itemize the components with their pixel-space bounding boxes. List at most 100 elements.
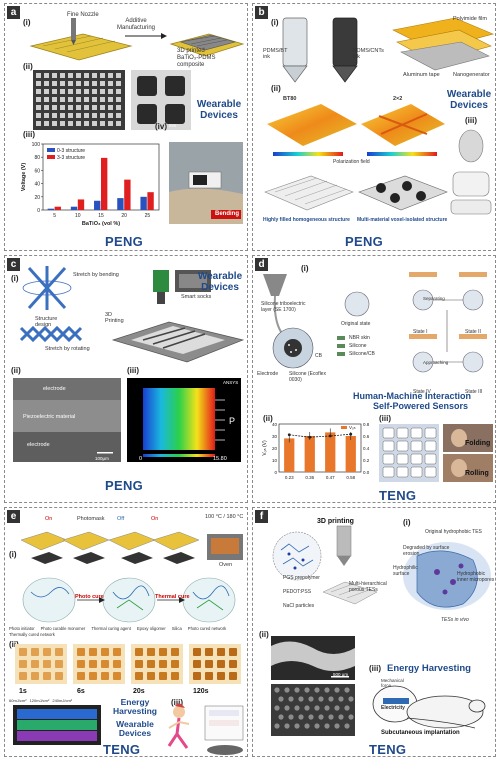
chart-d-line-point (287, 433, 291, 437)
time-lattice-cell (171, 648, 179, 656)
time-lattice-cell (77, 648, 85, 656)
time-lattice-cell (55, 672, 63, 680)
chart-d-bar (304, 436, 315, 472)
lattice-cell (44, 73, 49, 78)
chart-a-bar (117, 198, 124, 210)
hydrophobic-micropores-label: Hydrophobic inner micropores (457, 571, 495, 583)
pore-dot (284, 687, 290, 693)
panel-f-sub-iii: (iii) (369, 664, 381, 673)
chart-a-ytick-label: 100 (32, 142, 41, 148)
chart-d-bar (284, 438, 295, 472)
chart-d-xtick-label: 0.47 (326, 475, 335, 480)
time-lattice-cell (55, 648, 63, 656)
panel-c-peng-label: PENG (105, 478, 144, 493)
3d-printing-label: 3D Printing (105, 312, 124, 325)
additive-manufacturing-label: Additive Manufacturing (116, 18, 156, 31)
keypad-key (424, 440, 437, 452)
pore-dot (328, 696, 334, 702)
pore-dot (278, 714, 284, 720)
panel-c-wearable-label: Wearable Devices (197, 271, 243, 293)
nbr-skin-legend: NBR skin (349, 335, 370, 341)
lattice-cell (84, 89, 89, 94)
separating-label: Separating (423, 296, 445, 301)
hmi-keypad-photos (379, 424, 493, 482)
time-lattice-cell (101, 660, 109, 668)
scale-max-label: 15.80 (213, 456, 227, 462)
lattice-cell (60, 89, 65, 94)
fine-nozzle-label: Fine Nozzle (67, 12, 99, 18)
lattice-cell (68, 81, 73, 86)
panel-c-tag: c (7, 258, 20, 271)
keypad-key (410, 466, 423, 478)
pore-dot (338, 714, 344, 720)
lattice-cell (108, 113, 113, 118)
time-lattice-cell (229, 672, 237, 680)
lattice-cell (36, 113, 41, 118)
panel-f-energy-label: Energy Harvesting (387, 663, 471, 674)
pore-dot (298, 696, 304, 702)
time-lattice-cell (55, 660, 63, 668)
time-lattice-cell (229, 660, 237, 668)
chart-d-y2tick-label: 0.4 (363, 446, 370, 451)
on-label-1: On (45, 516, 53, 522)
structure-design-label: Structure design (35, 316, 58, 329)
chart-a-bar (77, 199, 85, 210)
chart-a-bar (47, 208, 54, 210)
lattice-cell (92, 73, 97, 78)
pore-dot (284, 705, 290, 711)
pore-dot (274, 687, 280, 693)
lattice-cell (76, 81, 81, 86)
lattice-cell (52, 105, 57, 110)
chart-a-ytick-label: 80 (34, 155, 40, 161)
chart-a-legend-swatch (47, 155, 55, 159)
panel-d-teng-label: TENG (379, 488, 417, 503)
keypad-key (396, 427, 409, 439)
insole-shoe-illustration (450, 129, 492, 215)
polarization-field-label: Polarization field (333, 159, 370, 165)
time-lattice-cell (171, 672, 179, 680)
state-i-label: State I (413, 329, 428, 335)
pore-dot (308, 714, 314, 720)
panel-a-sub-iv: (iv) (155, 122, 167, 131)
pore-dot (288, 714, 294, 720)
keypad-key (410, 440, 423, 452)
time-lattice-cell (77, 660, 85, 668)
nanogenerator-label: Nanogenerator (453, 72, 490, 78)
chart-d-y2tick-label: 0.0 (363, 470, 370, 475)
photomask-label: Photomask (77, 516, 105, 522)
time-lattice-cell (113, 660, 121, 668)
state-iii-label: State III (465, 389, 483, 395)
panel-e-sub-i: (i) (9, 550, 17, 559)
lattice-cell (92, 113, 97, 118)
chart-d-bar (325, 432, 336, 472)
chart-d-ytick-label: 30 (272, 434, 278, 439)
panel-b-sub-iii: (iii) (465, 116, 477, 125)
time-lattice-cell (89, 648, 97, 656)
keypad-key (396, 440, 409, 452)
chart-d-bar (345, 436, 356, 472)
lattice-cell (68, 73, 73, 78)
keypad-key (424, 427, 437, 439)
panel-f-sub-i: (i) (403, 518, 411, 527)
time-lattice-cell (205, 672, 213, 680)
dose-60: 60mJ/cm² (9, 698, 27, 703)
voxel-isolated-structure-label: Multi-material voxel-isolated structure (357, 217, 448, 223)
chart-d-xtick-label: 0.36 (305, 475, 314, 480)
pgs-prepolymer-label: PGS prepolymer (283, 575, 320, 581)
pore-dot (334, 687, 340, 693)
stretch-by-rotating-label: Stretch by rotating (45, 346, 90, 352)
keypad-key (424, 453, 437, 465)
photo-cure-label: Photo cure (75, 594, 104, 600)
runner-illustration (167, 703, 244, 755)
pore-dot (338, 696, 344, 702)
lattice-cell (52, 97, 57, 102)
time-lattice-cell (31, 648, 39, 656)
silicone-layer-label: Silicone triboelectric layer (SE 1700) (261, 301, 306, 313)
mechanical-force-label: Mechanical force (381, 678, 404, 689)
legend-silica: Silica (171, 626, 182, 631)
time-lattice-cell (101, 672, 109, 680)
pore-dot (318, 696, 324, 702)
approaching-label: Approaching (423, 360, 449, 365)
piezoelectric-material-label: Piezoelectric material (23, 414, 76, 420)
sem-porous-images (271, 636, 355, 736)
